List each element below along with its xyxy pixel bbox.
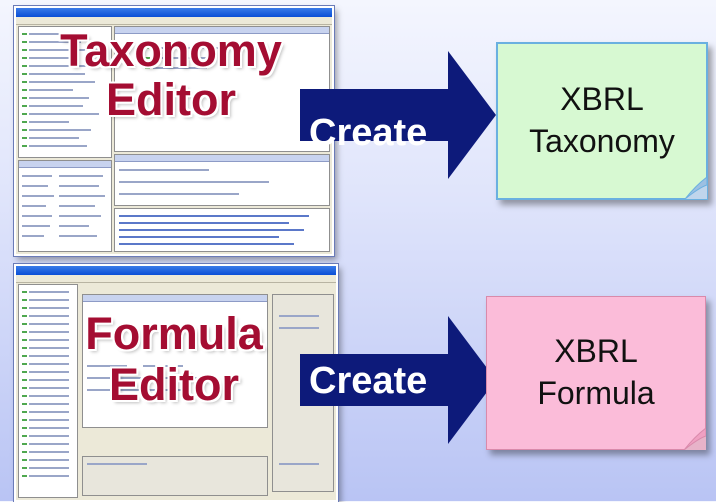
xbrl-taxonomy-line1: XBRL <box>560 81 644 118</box>
formula-editor-label-line2: Editor <box>109 359 239 410</box>
window-menubar <box>16 275 336 283</box>
formula-edit-pane <box>82 294 268 428</box>
output-pane <box>114 208 330 252</box>
page-fold-icon <box>684 428 706 450</box>
formula-editor-label: Formula Editor <box>14 311 334 407</box>
taxonomy-editor-label-line2: Editor <box>106 74 236 125</box>
xbrl-formula-line1: XBRL <box>554 333 638 370</box>
taxonomy-editor-label-line1: Taxonomy <box>60 25 282 76</box>
window-menubar <box>16 17 332 25</box>
formula-tree-pane <box>18 284 78 498</box>
create-arrow-icon <box>300 316 496 444</box>
xbrl-taxonomy-line2: Taxonomy <box>529 123 675 159</box>
main-pane <box>114 26 330 152</box>
window-titlebar <box>16 266 336 275</box>
taxonomy-editor-label: Taxonomy Editor <box>8 28 334 122</box>
formula-bottom-pane <box>82 456 268 496</box>
page-fold-icon <box>685 177 707 199</box>
formula-editor-screenshot <box>14 264 338 502</box>
window-titlebar <box>16 8 332 17</box>
xbrl-formula-line2: Formula <box>537 375 655 411</box>
tree-pane <box>18 26 112 158</box>
detail-pane <box>114 154 330 206</box>
xbrl-formula-card: XBRL Formula <box>486 296 706 450</box>
xbrl-taxonomy-card: XBRL Taxonomy <box>496 42 708 200</box>
create-label: Create <box>309 360 428 402</box>
formula-editor-label-line1: Formula <box>85 308 263 359</box>
create-arrow-icon <box>300 51 496 179</box>
taxonomy-editor-screenshot <box>14 6 334 256</box>
create-label: Create <box>309 112 428 154</box>
properties-pane <box>18 160 112 252</box>
